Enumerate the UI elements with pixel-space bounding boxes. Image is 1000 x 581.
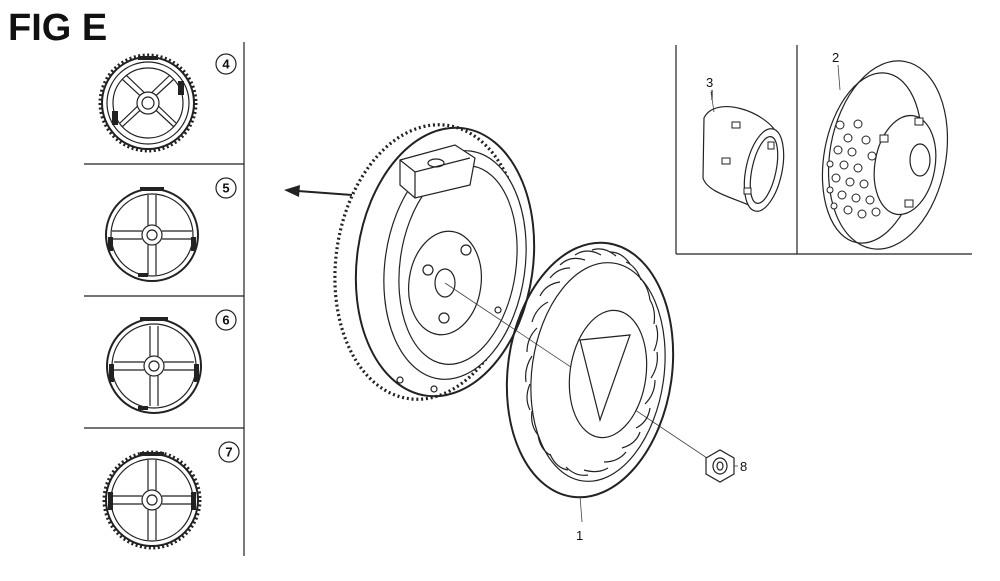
flywheel-nut [705,449,735,483]
callout-8: 8 [734,459,747,474]
flywheel-variant-7 [102,450,202,550]
callout-5-label: 5 [222,181,229,196]
callout-4-label: 4 [222,57,230,72]
callout-8-label: 8 [740,459,747,474]
callout-4: 4 [215,53,237,75]
flywheel-variant-5 [105,187,199,282]
callout-5: 5 [215,177,237,199]
inset-panel-frame [675,45,972,255]
screen-holes [826,119,881,219]
fan-blades [525,248,659,476]
flywheel-variant-4 [98,53,198,153]
cooling-fan [505,241,675,499]
callout-3: 3 [706,75,715,113]
starter-cup [702,90,785,212]
callout-3-label: 3 [706,75,713,90]
callout-2-label: 2 [832,50,839,65]
flywheel-variant-6 [106,317,202,414]
callout-6: 6 [215,309,237,331]
callout-7-label: 7 [225,445,232,460]
callout-6-label: 6 [222,313,229,328]
left-panel-frame [84,42,245,556]
direction-arrow [284,185,353,197]
teeth-ring [98,53,198,153]
fan-cover-screen [821,60,949,250]
callout-2: 2 [832,50,841,91]
callout-1: 1 [576,495,583,543]
figure-title: FIG E [8,7,108,49]
main-flywheel [333,123,536,401]
callout-1-label: 1 [576,528,583,543]
callout-7: 7 [218,441,240,463]
